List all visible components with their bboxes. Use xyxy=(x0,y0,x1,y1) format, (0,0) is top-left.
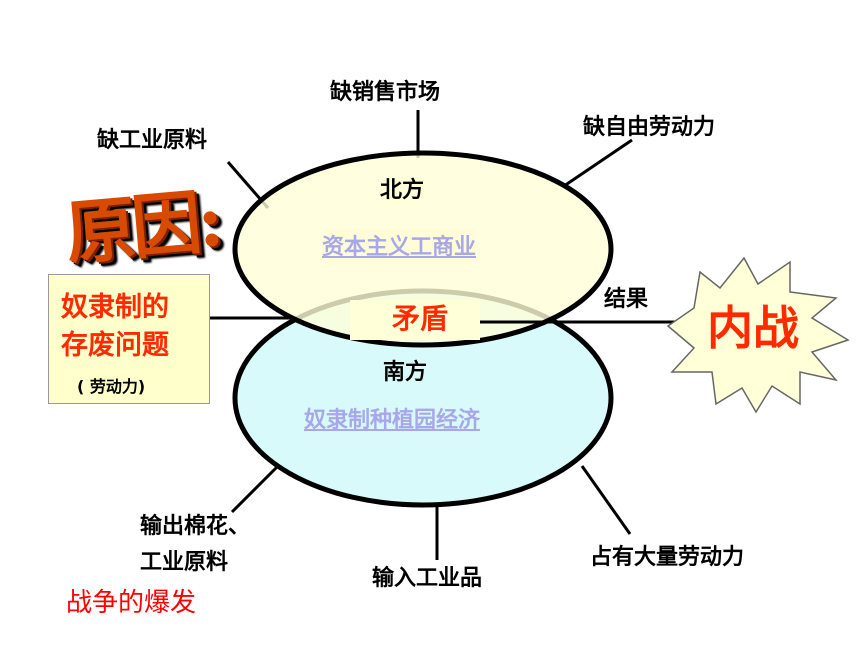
conflict-label: 矛盾 xyxy=(392,302,449,335)
connector-labor xyxy=(580,465,632,535)
civil-war-starburst xyxy=(666,256,850,414)
south-labor: 占有大量劳动力 xyxy=(590,545,745,570)
south-export-line1: 输出棉花、 xyxy=(140,514,251,539)
south-economy-link[interactable]: 奴隶制种植园经济 xyxy=(304,402,481,434)
south-label: 南方 xyxy=(383,360,428,385)
south-imports: 输入工业品 xyxy=(372,566,483,591)
cause-title: 原因: xyxy=(62,178,223,276)
slavery-issue-box: 奴隶制的 存废问题 ( 劳动力) xyxy=(48,274,210,404)
north-need-materials: 缺工业原料 xyxy=(97,128,208,153)
north-label: 北方 xyxy=(380,178,425,205)
box-line1: 奴隶制的 xyxy=(61,292,169,323)
south-export-line2: 工业原料 xyxy=(140,550,229,575)
connector-free-labor xyxy=(563,138,633,188)
north-need-labor: 缺自由劳动力 xyxy=(583,115,716,140)
result-label: 结果 xyxy=(604,287,649,312)
war-outbreak-link[interactable]: 战争的爆发 xyxy=(66,588,197,618)
north-economy-link[interactable]: 资本主义工商业 xyxy=(322,229,477,261)
north-need-market: 缺销售市场 xyxy=(330,80,441,105)
conflict-highlight xyxy=(350,300,480,340)
civil-war-label: 内战 xyxy=(707,301,799,355)
connector-exports xyxy=(230,460,284,514)
box-note: ( 劳动力) xyxy=(77,377,146,396)
box-line2: 存废问题 xyxy=(61,330,169,361)
